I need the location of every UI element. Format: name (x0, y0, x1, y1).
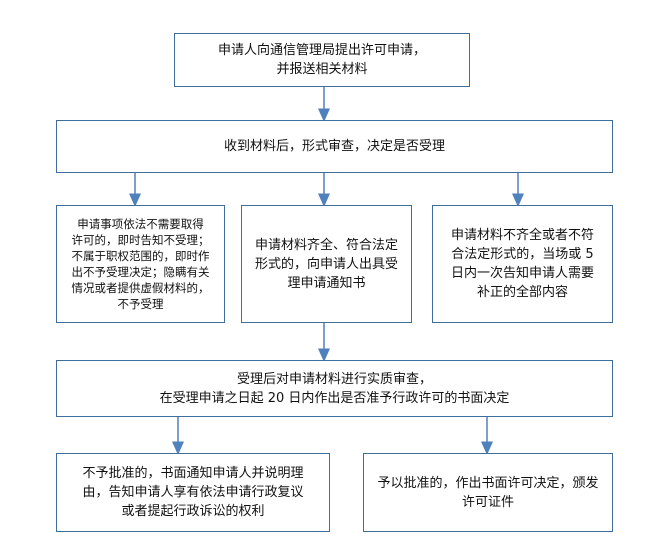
review-line2: 在受理申请之日起 20 日内作出是否准予行政许可的书面决定 (159, 390, 510, 406)
reject-line: 情况或者提供虚假材料的， (71, 281, 210, 295)
accept-line: 理申请通知书 (287, 275, 366, 291)
supplement-line: 日内一次告知申请人需要 (450, 266, 594, 281)
receive-text: 收到材料后，形式审查，决定是否受理 (223, 139, 445, 154)
apply-box: 申请人向通信管理局提出许可申请， 并报送相关材料 (174, 33, 470, 87)
approve-box: 予以批准的，作出书面许可决定，颁发 许可证件 (363, 453, 613, 532)
accept-notice-box: 申请材料齐全、符合法定 形式的，向申请人出具受 理申请通知书 (241, 205, 412, 323)
reject-line: 出不予受理决定；隐瞒有关 (71, 265, 210, 279)
apply-line1: 申请人向通信管理局提出许可申请， (217, 43, 426, 58)
reject-line: 不予受理 (117, 297, 164, 311)
apply-line2: 并报送相关材料 (276, 62, 368, 77)
supplement-line: 申请材料不齐全或者不符 (450, 228, 594, 243)
supplement-box: 申请材料不齐全或者不符 合法定形式的，当场或 5 日内一次告知申请人需要 补正的… (432, 205, 613, 323)
reject-line: 许可的，即时告知不受理； (71, 233, 210, 247)
accept-line: 申请材料齐全、符合法定 (254, 237, 398, 253)
supplement-line: 合法定形式的，当场或 5 (451, 247, 594, 262)
review-line1: 受理后对申请材料进行实质审查， (236, 371, 432, 387)
approve-line: 许可证件 (461, 494, 514, 510)
deny-line: 不予批准的，书面通知申请人并说明理 (82, 466, 304, 481)
deny-box: 不予批准的，书面通知申请人并说明理 由，告知申请人享有依法申请行政复议 或者提起… (56, 453, 330, 532)
reject-line: 申请事项依法不需要取得 (77, 217, 204, 231)
reject-line: 不属于职权范围的，即时作 (71, 249, 210, 263)
review-box: 受理后对申请材料进行实质审查， 在受理申请之日起 20 日内作出是否准予行政许可… (56, 360, 613, 417)
reject-notice-box: 申请事项依法不需要取得 许可的，即时告知不受理； 不属于职权范围的，即时作 出不… (56, 205, 225, 323)
accept-line: 形式的，向申请人出具受 (254, 256, 398, 272)
receive-box: 收到材料后，形式审查，决定是否受理 (56, 120, 613, 173)
deny-line: 由，告知申请人享有依法申请行政复议 (82, 485, 304, 500)
approve-line: 予以批准的，作出书面许可决定，颁发 (377, 475, 599, 491)
supplement-line: 补正的全部内容 (476, 285, 568, 300)
deny-line: 或者提起行政诉讼的权利 (121, 504, 265, 519)
